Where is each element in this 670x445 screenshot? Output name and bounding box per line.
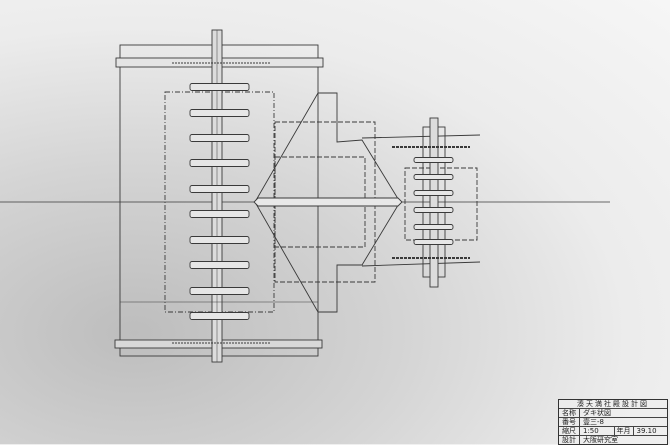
designer-value: 大阪研究室 (583, 436, 618, 444)
disk (189, 210, 250, 218)
disk (413, 224, 454, 230)
date-label: 年月 (613, 427, 634, 435)
name-value: ダキ状図 (583, 409, 611, 417)
date-value: 39.10 (636, 427, 657, 435)
disk (413, 239, 454, 245)
name-label: 名称 (559, 409, 580, 417)
disk (189, 312, 250, 320)
disk (413, 190, 454, 196)
drawing-title: 湊天満社殿設計図 (577, 400, 649, 408)
disk (413, 157, 454, 163)
main-unit (114, 29, 324, 363)
secondary-unit (361, 117, 481, 288)
disk (413, 174, 454, 180)
disk (189, 134, 250, 142)
disk (189, 109, 250, 117)
number-label: 番号 (559, 418, 580, 426)
scale-label: 縮尺 (559, 427, 580, 435)
disk (189, 159, 250, 167)
disk (189, 236, 250, 244)
main-disks (189, 83, 250, 320)
number-value: 壹三-8 (583, 418, 604, 426)
disk (189, 287, 250, 295)
disk (189, 261, 250, 269)
scale-value: 1:50 (583, 427, 599, 435)
secondary-disks (413, 157, 454, 245)
disk (189, 83, 250, 91)
connector-section (253, 92, 403, 313)
disk (189, 185, 250, 193)
designer-label: 設計 (559, 436, 580, 444)
disk (413, 207, 454, 213)
